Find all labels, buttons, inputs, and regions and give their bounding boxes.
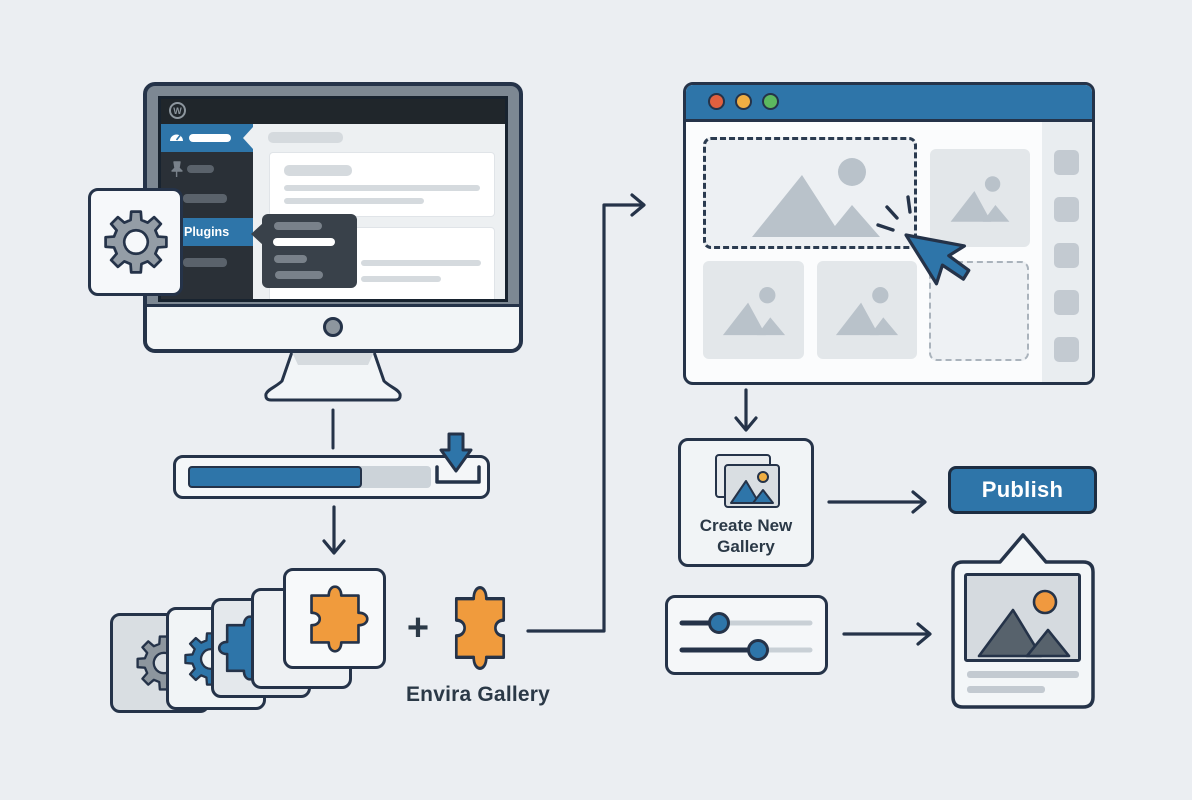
arrow-plugins-to-browser bbox=[526, 193, 646, 633]
sidebar-item-pill[interactable] bbox=[183, 258, 227, 267]
submenu-item-pill[interactable] bbox=[275, 271, 323, 279]
plugins-submenu bbox=[262, 214, 357, 288]
sidebar-item-pill[interactable] bbox=[187, 165, 214, 173]
thumbnail-filmstrip bbox=[1042, 122, 1092, 382]
sidebar-item-dashboard[interactable] bbox=[161, 124, 253, 152]
image-placeholder-icon bbox=[752, 158, 880, 237]
slider-knob[interactable] bbox=[708, 612, 730, 634]
wordpress-logo-icon: W bbox=[169, 102, 186, 119]
envira-puzzle-icon bbox=[454, 585, 506, 671]
minimize-window-icon[interactable] bbox=[735, 93, 752, 110]
arrow-create-to-publish bbox=[827, 490, 927, 514]
plugin-card-puzzle-orange bbox=[283, 568, 386, 669]
install-progress-bar bbox=[173, 455, 490, 499]
create-new-gallery-button[interactable]: Create New Gallery bbox=[678, 438, 814, 567]
gallery-settings-sliders bbox=[665, 595, 828, 675]
gauge-icon bbox=[170, 134, 183, 141]
image-placeholder-icon bbox=[950, 176, 1010, 222]
close-window-icon[interactable] bbox=[708, 93, 725, 110]
download-icon bbox=[435, 432, 481, 484]
submenu-item-active-pill[interactable] bbox=[273, 238, 335, 246]
filmstrip-square[interactable] bbox=[1054, 243, 1079, 268]
submenu-item-pill[interactable] bbox=[274, 222, 322, 230]
monitor-stand bbox=[264, 350, 402, 402]
image-placeholder-icon bbox=[722, 287, 785, 336]
cursor-icon bbox=[876, 195, 971, 286]
photo-stack-front bbox=[724, 464, 780, 508]
sidebar-item-pill[interactable] bbox=[183, 194, 227, 203]
filmstrip-square[interactable] bbox=[1054, 197, 1079, 222]
wp-admin-topbar: W bbox=[161, 99, 505, 124]
content-heading-pill bbox=[268, 132, 343, 143]
preview-caption-line bbox=[967, 671, 1079, 678]
gallery-image[interactable] bbox=[930, 149, 1030, 247]
slider-knob[interactable] bbox=[747, 639, 769, 661]
image-placeholder-icon bbox=[977, 589, 1071, 658]
pin-icon bbox=[171, 161, 183, 177]
zoom-window-icon[interactable] bbox=[762, 93, 779, 110]
filmstrip-square[interactable] bbox=[1054, 290, 1079, 315]
wp-admin-screen: W bbox=[158, 96, 508, 302]
stand-shadow bbox=[292, 352, 374, 365]
settings-gear-card bbox=[88, 188, 183, 296]
sidebar-label-pill bbox=[189, 134, 231, 142]
gallery-browser-window bbox=[683, 82, 1095, 385]
browser-titlebar bbox=[686, 85, 1092, 122]
create-new-gallery-label: Create New Gallery bbox=[699, 515, 793, 556]
submenu-item-pill[interactable] bbox=[274, 255, 307, 263]
envira-gallery-label: Envira Gallery bbox=[405, 683, 551, 706]
arrow-browser-to-create bbox=[734, 388, 758, 432]
puzzle-icon bbox=[309, 584, 369, 653]
plus-sign: + bbox=[406, 606, 430, 649]
gear-icon bbox=[103, 210, 168, 274]
active-item-tail bbox=[243, 127, 253, 149]
connector-monitor-installer bbox=[331, 408, 335, 450]
monitor-chin bbox=[147, 304, 519, 349]
monitor-camera-dot bbox=[323, 317, 343, 337]
gallery-featured-image-selected[interactable] bbox=[703, 137, 917, 249]
preview-caption-line bbox=[967, 686, 1045, 693]
filmstrip-square[interactable] bbox=[1054, 337, 1079, 362]
wordpress-monitor: W bbox=[143, 82, 523, 353]
arrow-sliders-to-preview bbox=[842, 622, 932, 646]
filmstrip-square[interactable] bbox=[1054, 150, 1079, 175]
publish-button[interactable]: Publish bbox=[948, 466, 1097, 514]
gallery-empty-slot[interactable] bbox=[929, 261, 1029, 361]
preview-image-frame bbox=[964, 573, 1081, 662]
arrow-installer-to-plugins bbox=[322, 505, 346, 555]
gallery-image[interactable] bbox=[817, 261, 917, 359]
image-placeholder-icon bbox=[835, 287, 899, 336]
gallery-image[interactable] bbox=[703, 261, 804, 359]
progress-fill bbox=[188, 466, 362, 488]
image-placeholder-icon bbox=[730, 471, 774, 504]
submenu-notch bbox=[251, 223, 263, 245]
content-card bbox=[269, 152, 495, 217]
sliders-icon bbox=[679, 612, 813, 661]
